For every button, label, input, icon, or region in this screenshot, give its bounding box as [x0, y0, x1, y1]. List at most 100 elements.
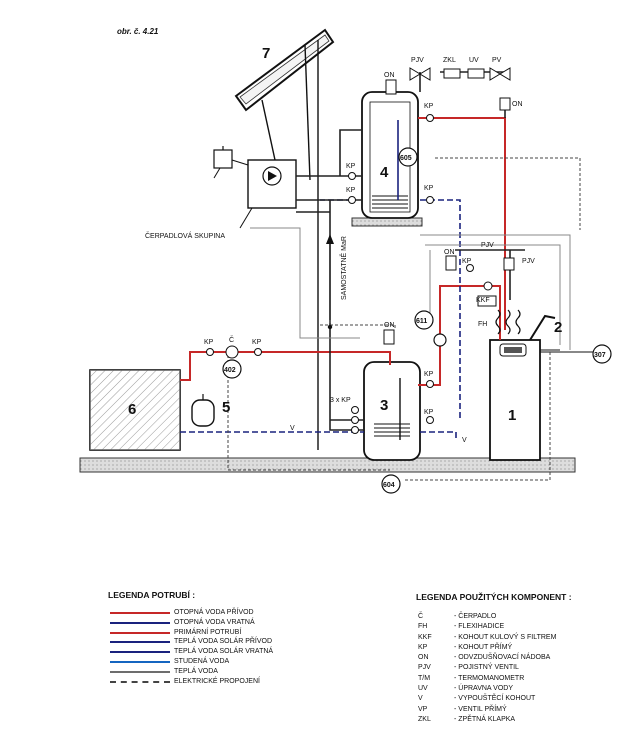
legend-pipe-swatch: [110, 621, 170, 624]
badge-402: 402: [224, 367, 236, 374]
samostatne-arrow: [326, 234, 334, 330]
legend-component-row: V - VYPOUŠTĚCÍ KOHOUT: [418, 694, 618, 704]
legend-pipe-swatch: [110, 631, 170, 634]
solar-collector: [234, 28, 335, 450]
legend-component-desc: - ÚPRAVNA VODY: [454, 685, 513, 693]
legend-component-code: UV: [418, 685, 428, 693]
legend-pipe-row: PRIMÁRNÍ POTRUBÍ: [110, 628, 310, 638]
legend-component-code: ZKL: [418, 715, 431, 723]
lbl-on-boiler: ON: [444, 249, 455, 256]
lbl-on-top: ON: [384, 72, 395, 79]
ground-floor: [79, 457, 576, 473]
legend-pipe-row: STUDENÁ VODA: [110, 657, 310, 667]
legend-pipe-row: OTOPNÁ VODA VRATNÁ: [110, 618, 310, 628]
legend-pipe-row: TEPLÁ VODA: [110, 667, 310, 677]
lbl-v-left: V: [290, 425, 295, 432]
legend-component-desc: - KOHOUT PŘÍMÝ: [454, 643, 513, 651]
legend-pipe-row: OTOPNÁ VODA PŘÍVOD: [110, 608, 310, 618]
legend-component-row: UV - ÚPRAVNA VODY: [418, 684, 618, 694]
lbl-pjv-right2: PJV: [522, 258, 535, 265]
legend-component-row: KKF - KOHOUT KULOVÝ S FILTREM: [418, 633, 618, 643]
badge-circles: [222, 147, 612, 494]
legend-pipe-row: TEPLÁ VODA SOLÁR PŘÍVOD: [110, 637, 310, 647]
legend-component-desc: - VYPOUŠTĚCÍ KOHOUT: [454, 695, 536, 703]
legend-pipe-label: TEPLÁ VODA SOLÁR PŘÍVOD: [174, 638, 273, 646]
lbl-kp-t4-left-a: KP: [346, 163, 356, 170]
legend-component-desc: - VENTIL PŘÍMÝ: [454, 705, 507, 713]
lbl-three-kp: 3 x KP: [330, 397, 351, 404]
label-3: 3: [380, 397, 388, 414]
legend-component-row: ZKL- ZPĚTNÁ KLAPKA: [418, 715, 618, 725]
legend-pipe-label: TEPLÁ VODA SOLÁR VRATNÁ: [174, 648, 274, 656]
legend-component-desc: - POJISTNÝ VENTIL: [454, 664, 519, 672]
legend-pipe-swatch: [110, 670, 170, 673]
legend-pipe-label: OTOPNÁ VODA VRATNÁ: [174, 618, 255, 626]
legend-component-code: FH: [418, 623, 428, 631]
grey-pipes: [250, 227, 571, 350]
legend-component-row: T/M - TERMOMANOMETR: [418, 674, 618, 684]
label-7: 7: [262, 45, 270, 62]
legend-pipe-swatch: [110, 660, 170, 663]
legend-component-desc: - ČERPADLO: [454, 613, 497, 620]
lbl-kp-right: KP: [462, 258, 472, 265]
pump-group: [213, 146, 297, 229]
lbl-samostatne: SAMOSTATNĚ MaR: [339, 236, 348, 300]
legend-pipe-label: ELEKTRICKÉ PROPOJENÍ: [174, 677, 260, 685]
badge-605: 605: [400, 155, 412, 162]
lbl-v-right: V: [462, 437, 467, 444]
legend-component-code: KKF: [418, 633, 432, 641]
legend-pipe-label: STUDENÁ VODA: [174, 657, 230, 665]
lbl-pjv-top: PJV: [411, 57, 424, 64]
legend-pipe-label: PRIMÁRNÍ POTRUBÍ: [174, 628, 242, 636]
lbl-kp-t3: KP: [424, 371, 434, 378]
legend-component-row: FH- FLEXIHADICE: [418, 622, 618, 632]
badge-611: 611: [416, 318, 427, 325]
badge-604: 604: [383, 482, 395, 489]
valves: [206, 114, 493, 434]
label-5: 5: [222, 399, 230, 416]
legend-component-code: ON: [418, 654, 429, 662]
figure-label: obr. č. 4.21: [117, 27, 159, 36]
lbl-on-mid: ON: [384, 322, 395, 329]
legend-pipe-row: TEPLÁ VODA SOLÁR VRATNÁ: [110, 647, 310, 657]
legend-component-row: ON - ODVZDUŠŇOVACÍ NÁDOBA: [418, 653, 618, 663]
lbl-kp-t4-right: KP: [424, 185, 434, 192]
label-6: 6: [128, 401, 136, 418]
lbl-kp-t4-left-b: KP: [346, 187, 356, 194]
legend-component-code: VP: [418, 705, 428, 713]
legend-pipe-swatch: [110, 641, 170, 644]
lbl-pump-group: ČERPADLOVÁ SKUPINA: [145, 231, 225, 240]
legend-component-desc: - TERMOMANOMETR: [454, 674, 525, 682]
label-2: 2: [554, 319, 562, 336]
tank-4: [361, 91, 419, 219]
radiator-6: [89, 369, 181, 451]
legend-component-code: T/M: [418, 674, 431, 682]
legend-component-row: Č- ČERPADLO: [418, 612, 618, 622]
lbl-c-pump: Č: [229, 335, 234, 344]
legend-pipe-row: ELEKTRICKÉ PROPOJENÍ: [110, 677, 310, 687]
legend-pipe-swatch: [110, 612, 170, 614]
legend-component-desc: - KOHOUT KULOVÝ S FILTREM: [454, 633, 557, 641]
top-devices: [383, 67, 515, 345]
flexihoses: [495, 309, 521, 335]
lbl-kkf: KKF: [476, 297, 490, 304]
lbl-kp-rad2: KP: [252, 339, 262, 346]
label-4: 4: [380, 164, 389, 181]
lbl-uv: UV: [469, 57, 479, 64]
legend-component-row: PJV - POJISTNÝ VENTIL: [418, 663, 618, 673]
legend-component-desc: - ODVZDUŠŇOVACÍ NÁDOBA: [454, 654, 551, 662]
lbl-on-right: ON: [512, 101, 523, 108]
label-1: 1: [508, 407, 516, 424]
legend-pipe-label: TEPLÁ VODA: [174, 667, 218, 675]
lbl-kp-top-right: KP: [424, 103, 434, 110]
legend-component-code: V: [418, 695, 423, 703]
legend-pipes-title: LEGENDA POTRUBÍ :: [108, 590, 196, 600]
lbl-fh: FH: [478, 321, 487, 328]
lbl-kp-rad1: KP: [204, 339, 214, 346]
legend-component-row: VP - VENTIL PŘÍMÝ: [418, 705, 618, 715]
legend-component-code: PJV: [418, 664, 431, 672]
legend-component-code: KP: [418, 643, 428, 651]
